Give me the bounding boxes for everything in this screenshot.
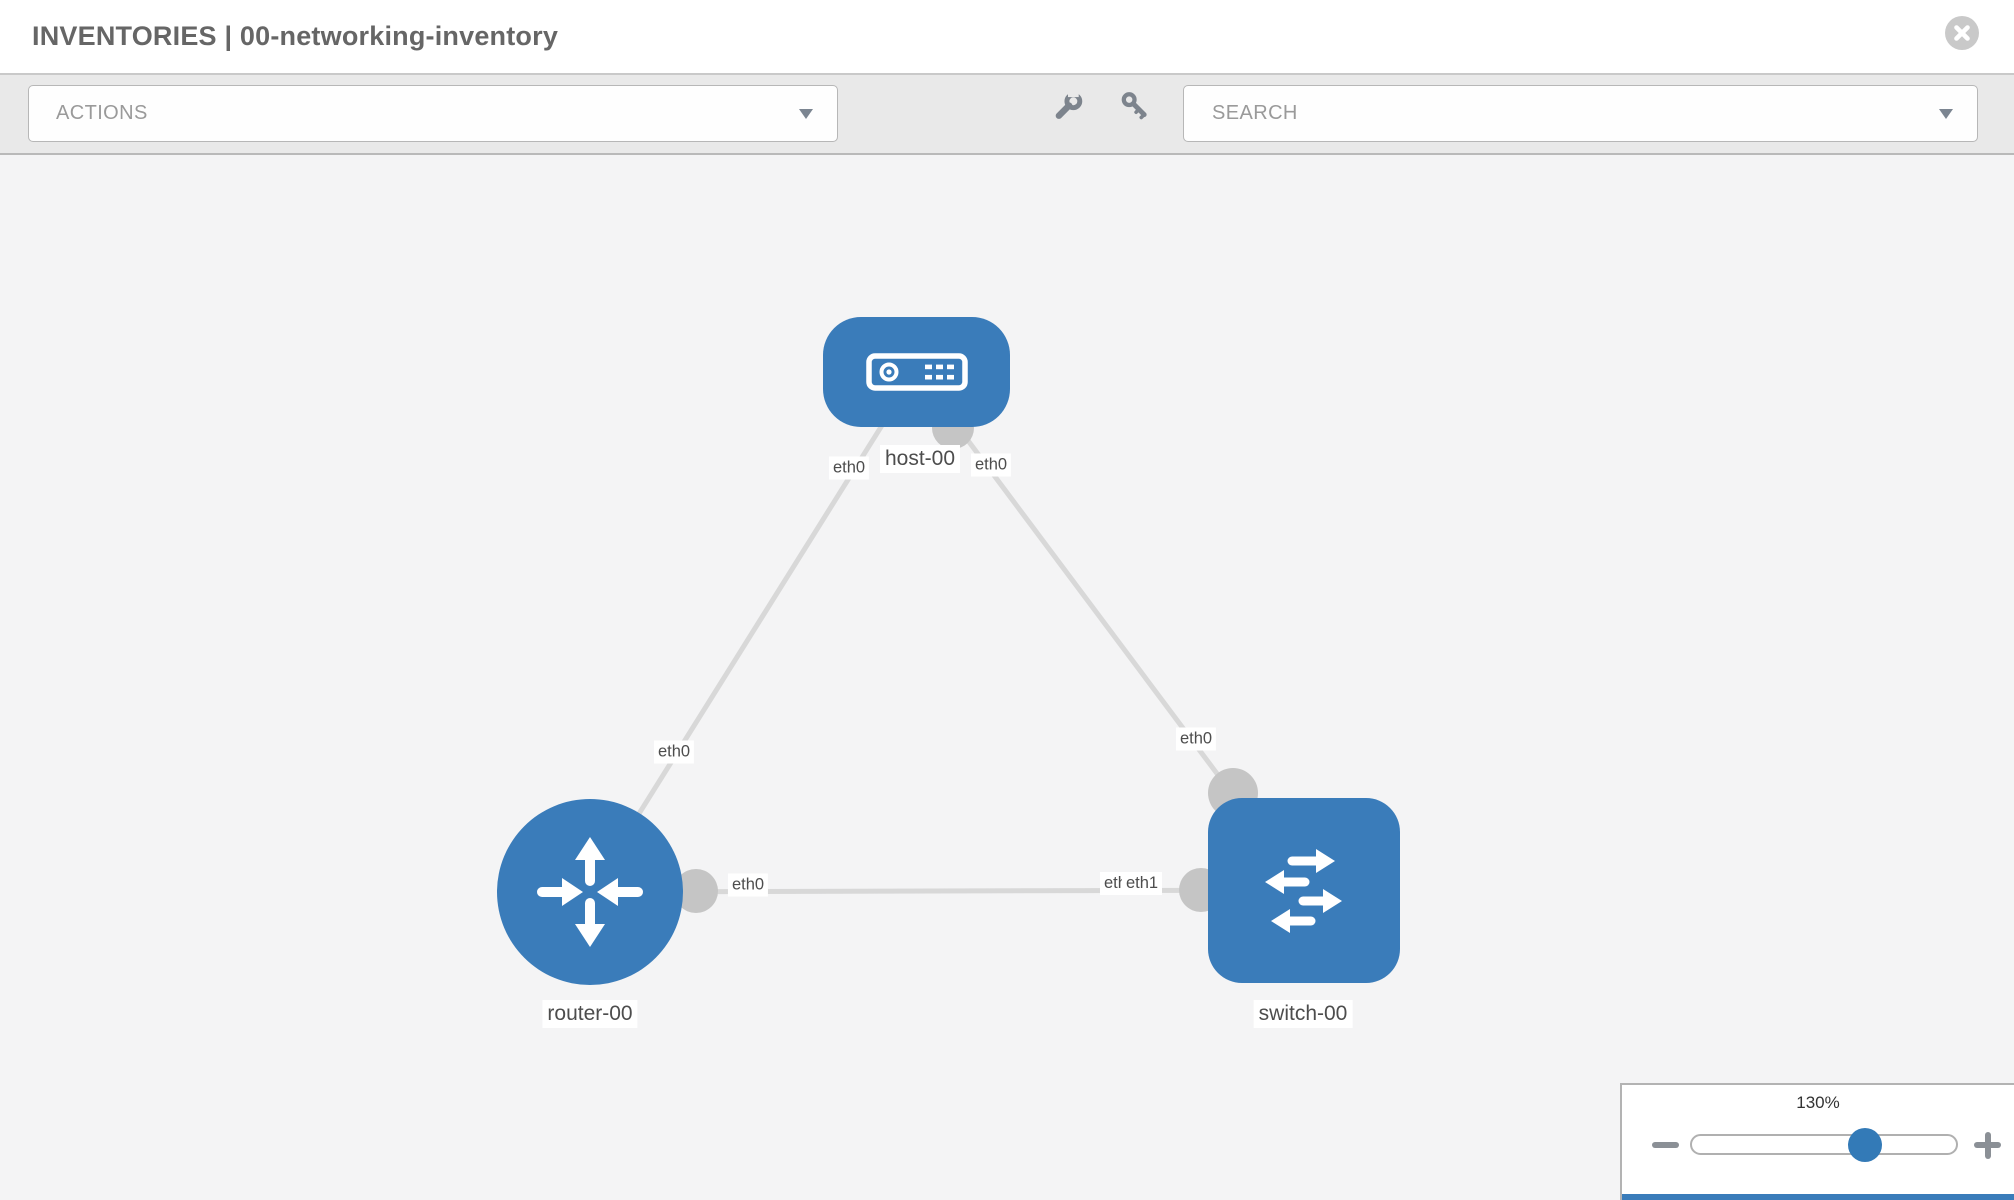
actions-dropdown[interactable]: ACTIONS bbox=[28, 85, 838, 142]
wrench-icon bbox=[1055, 90, 1083, 119]
search-dropdown[interactable]: SEARCH bbox=[1183, 85, 1978, 142]
actions-dropdown-label: ACTIONS bbox=[56, 102, 148, 124]
node-label-router: router-00 bbox=[542, 1000, 638, 1028]
page-title: INVENTORIES | 00-networking-inventory bbox=[32, 21, 559, 51]
node-label-switch: switch-00 bbox=[1253, 1000, 1353, 1028]
zoom-slider[interactable] bbox=[1690, 1134, 1958, 1155]
toolbar: ACTIONS SEARCH bbox=[0, 75, 2014, 155]
node-label-host: host-00 bbox=[879, 445, 961, 473]
host-icon bbox=[865, 353, 968, 391]
interface-label-router-to-switch: eth0 bbox=[727, 873, 769, 897]
close-x-icon bbox=[1954, 25, 1970, 41]
interface-label-host-to-switch: eth0 bbox=[970, 453, 1012, 477]
credentials-button[interactable] bbox=[1116, 87, 1152, 123]
switch-icon bbox=[1265, 848, 1342, 933]
zoom-panel: 130% bbox=[1620, 1083, 2014, 1200]
interface-label-switch-to-router: eth1 bbox=[1122, 872, 1163, 895]
node-switch-00[interactable] bbox=[1208, 798, 1400, 983]
interface-label-host-to-router: eth0 bbox=[828, 456, 870, 480]
key-icon bbox=[1121, 92, 1147, 120]
caret-down-icon bbox=[1939, 109, 1953, 119]
interface-label-switch-to-host: eth0 bbox=[1175, 727, 1217, 751]
bottom-accent-bar bbox=[1622, 1194, 2014, 1200]
zoom-slider-handle[interactable] bbox=[1848, 1128, 1882, 1162]
header-bar: INVENTORIES | 00-networking-inventory bbox=[0, 0, 2014, 75]
configure-button[interactable] bbox=[1050, 87, 1086, 123]
zoom-in-plus-icon-vertical[interactable] bbox=[1984, 1131, 1991, 1159]
router-icon bbox=[537, 837, 643, 947]
node-router-00[interactable] bbox=[497, 799, 683, 985]
zoom-value: 130% bbox=[1796, 1093, 1840, 1112]
caret-down-icon bbox=[799, 109, 813, 119]
port-router-right bbox=[674, 869, 718, 913]
node-host-00[interactable] bbox=[823, 317, 1010, 427]
close-button[interactable] bbox=[1945, 16, 1979, 50]
zoom-out-minus-icon[interactable] bbox=[1652, 1142, 1679, 1148]
search-dropdown-label: SEARCH bbox=[1212, 102, 1298, 124]
interface-label-router-to-host: eth0 bbox=[653, 740, 695, 764]
